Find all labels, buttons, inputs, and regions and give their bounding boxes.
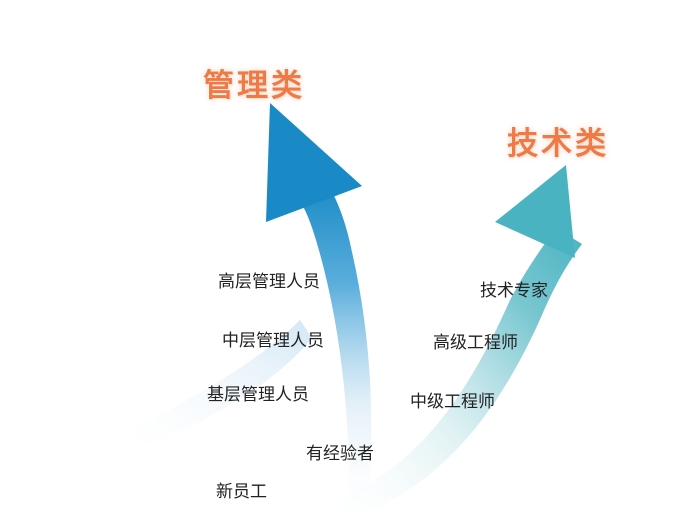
management-arrow-head — [266, 103, 362, 222]
management-level-middle: 中层管理人员 — [222, 331, 324, 351]
management-level-senior: 高层管理人员 — [218, 272, 320, 292]
management-level-junior: 基层管理人员 — [207, 385, 309, 405]
management-arrow-body — [294, 182, 372, 522]
management-track-title: 管理类 — [203, 68, 305, 104]
technical-track-title: 技术类 — [507, 126, 609, 162]
technical-arrow-head — [495, 165, 575, 258]
technical-level-senior-engineer: 高级工程师 — [433, 333, 518, 353]
technical-level-expert: 技术专家 — [480, 281, 548, 301]
technical-level-mid-engineer: 中级工程师 — [410, 392, 495, 412]
shared-level-new-employee: 新员工 — [216, 482, 267, 502]
management-wing-shape — [110, 320, 312, 452]
shared-level-experienced: 有经验者 — [306, 444, 374, 464]
technical-arrow-body — [325, 228, 582, 522]
